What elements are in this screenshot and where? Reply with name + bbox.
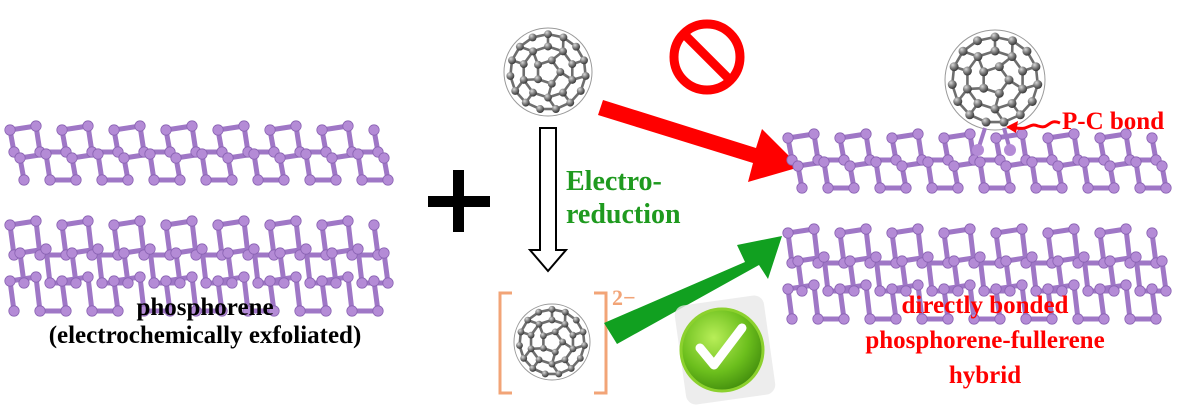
- product-label-line2: phosphorene-fullerene: [820, 327, 1150, 355]
- phosphorene-label-line2: (electrochemically exfoliated): [49, 322, 362, 349]
- electro-label: Electro-: [566, 166, 662, 197]
- bond-label: P-C bond: [1062, 108, 1164, 136]
- electroreduction-arrow: [530, 128, 566, 271]
- product-label-line3: hybrid: [820, 362, 1150, 390]
- process-label-line2: reduction: [566, 199, 681, 230]
- process-label-line1: Electro-: [566, 166, 662, 197]
- fullerene-dianion: [514, 304, 590, 380]
- exfoliation-label: (electrochemically exfoliated): [0, 322, 410, 350]
- product-label-line1: directly bonded: [820, 292, 1150, 320]
- phosphorene-label: phosphorene: [100, 294, 310, 322]
- charge-label: 2−: [612, 285, 636, 311]
- prohibition-icon: [674, 24, 740, 90]
- phosphorene-sheet-left: [5, 121, 393, 316]
- reduction-label: reduction: [566, 199, 681, 230]
- phosphorene-label-line1: phosphorene: [136, 294, 273, 321]
- fullerene-molecule-top: [504, 28, 592, 116]
- plus-sign-icon: [428, 170, 490, 232]
- checkmark-icon: [673, 294, 776, 406]
